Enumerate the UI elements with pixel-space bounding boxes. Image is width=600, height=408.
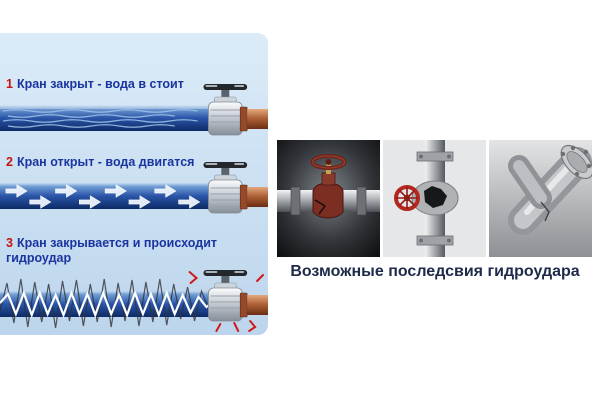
step-1-text: Кран закрыт - вода в стоит bbox=[16, 77, 184, 91]
tap-valve-icon bbox=[202, 269, 268, 322]
burst-globe-valve-image bbox=[277, 140, 380, 257]
still-water-waves-icon bbox=[2, 109, 198, 128]
shockwave-spikes-icon bbox=[0, 278, 209, 329]
step-3-number: 3 bbox=[6, 236, 13, 250]
pipe-water-hammer-illustration bbox=[0, 269, 268, 332]
step-3-text: Кран закрывается и происходит гидроудар bbox=[6, 236, 217, 265]
step-2-number: 2 bbox=[6, 155, 13, 169]
step-1-number: 1 bbox=[6, 77, 13, 91]
impact-sparks-icon bbox=[188, 271, 265, 332]
flow-arrows-icon bbox=[5, 184, 201, 209]
photo-burst-check-valve bbox=[383, 140, 486, 257]
cracked-branch-pipe-image bbox=[489, 140, 592, 257]
photo-cracked-branch-pipe bbox=[489, 140, 592, 257]
shockwave-zigzag-icon bbox=[0, 289, 212, 319]
consequence-photos-row bbox=[277, 140, 595, 257]
photos-caption: Возможные последсвия гидроудара bbox=[290, 263, 580, 280]
pipe-flowing-water-illustration bbox=[0, 161, 268, 214]
photo-burst-globe-valve bbox=[277, 140, 380, 257]
burst-check-valve-image bbox=[383, 140, 486, 257]
step-2-text: Кран открыт - вода двигатся bbox=[16, 155, 195, 169]
pipe-still-water-illustration bbox=[0, 83, 268, 136]
